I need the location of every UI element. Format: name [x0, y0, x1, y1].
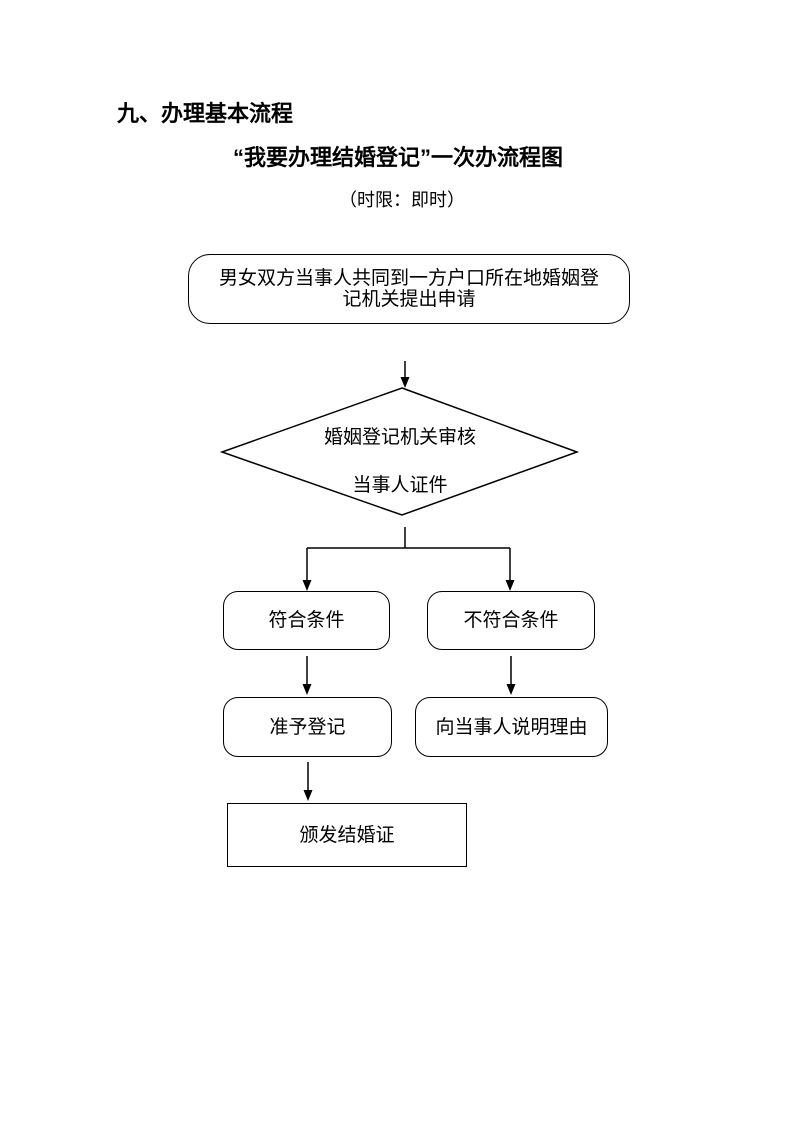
arrow-unqualified-to-explain	[506, 656, 516, 695]
connector-review-branch	[307, 527, 510, 549]
arrow-branch-to-qualified	[302, 548, 312, 591]
node-unqualified: 不符合条件	[427, 591, 595, 650]
node-approve: 准予登记	[223, 697, 392, 757]
section-heading: 九、办理基本流程	[117, 101, 294, 126]
node-explain: 向当事人说明理由	[415, 697, 608, 757]
arrow-approve-to-issue	[303, 762, 313, 801]
node-review: 婚姻登记机关审核 当事人证件	[222, 388, 578, 515]
time-limit-note: （时限：即时）	[339, 190, 465, 210]
arrow-qualified-to-approve	[302, 656, 312, 695]
node-qualified-label: 符合条件	[268, 610, 345, 631]
node-explain-label: 向当事人说明理由	[435, 716, 588, 738]
node-review-label-line1: 婚姻登记机关审核	[323, 427, 476, 448]
node-review-label-line2: 当事人证件	[352, 475, 448, 496]
flowchart-title: “我要办理结婚登记”一次办流程图	[233, 145, 564, 170]
node-unqualified-label: 不符合条件	[463, 610, 559, 631]
node-approve-label: 准予登记	[269, 716, 346, 738]
node-apply: 男女双方当事人共同到一方户口所在地婚姻登记机关提出申请	[188, 254, 630, 324]
arrow-apply-to-review	[400, 361, 410, 388]
node-issue: 颁发结婚证	[227, 803, 467, 867]
node-apply-label: 男女双方当事人共同到一方户口所在地婚姻登记机关提出申请	[218, 268, 599, 310]
node-issue-label: 颁发结婚证	[299, 824, 395, 846]
node-qualified: 符合条件	[223, 591, 390, 650]
arrow-branch-to-unqualified	[505, 548, 515, 591]
